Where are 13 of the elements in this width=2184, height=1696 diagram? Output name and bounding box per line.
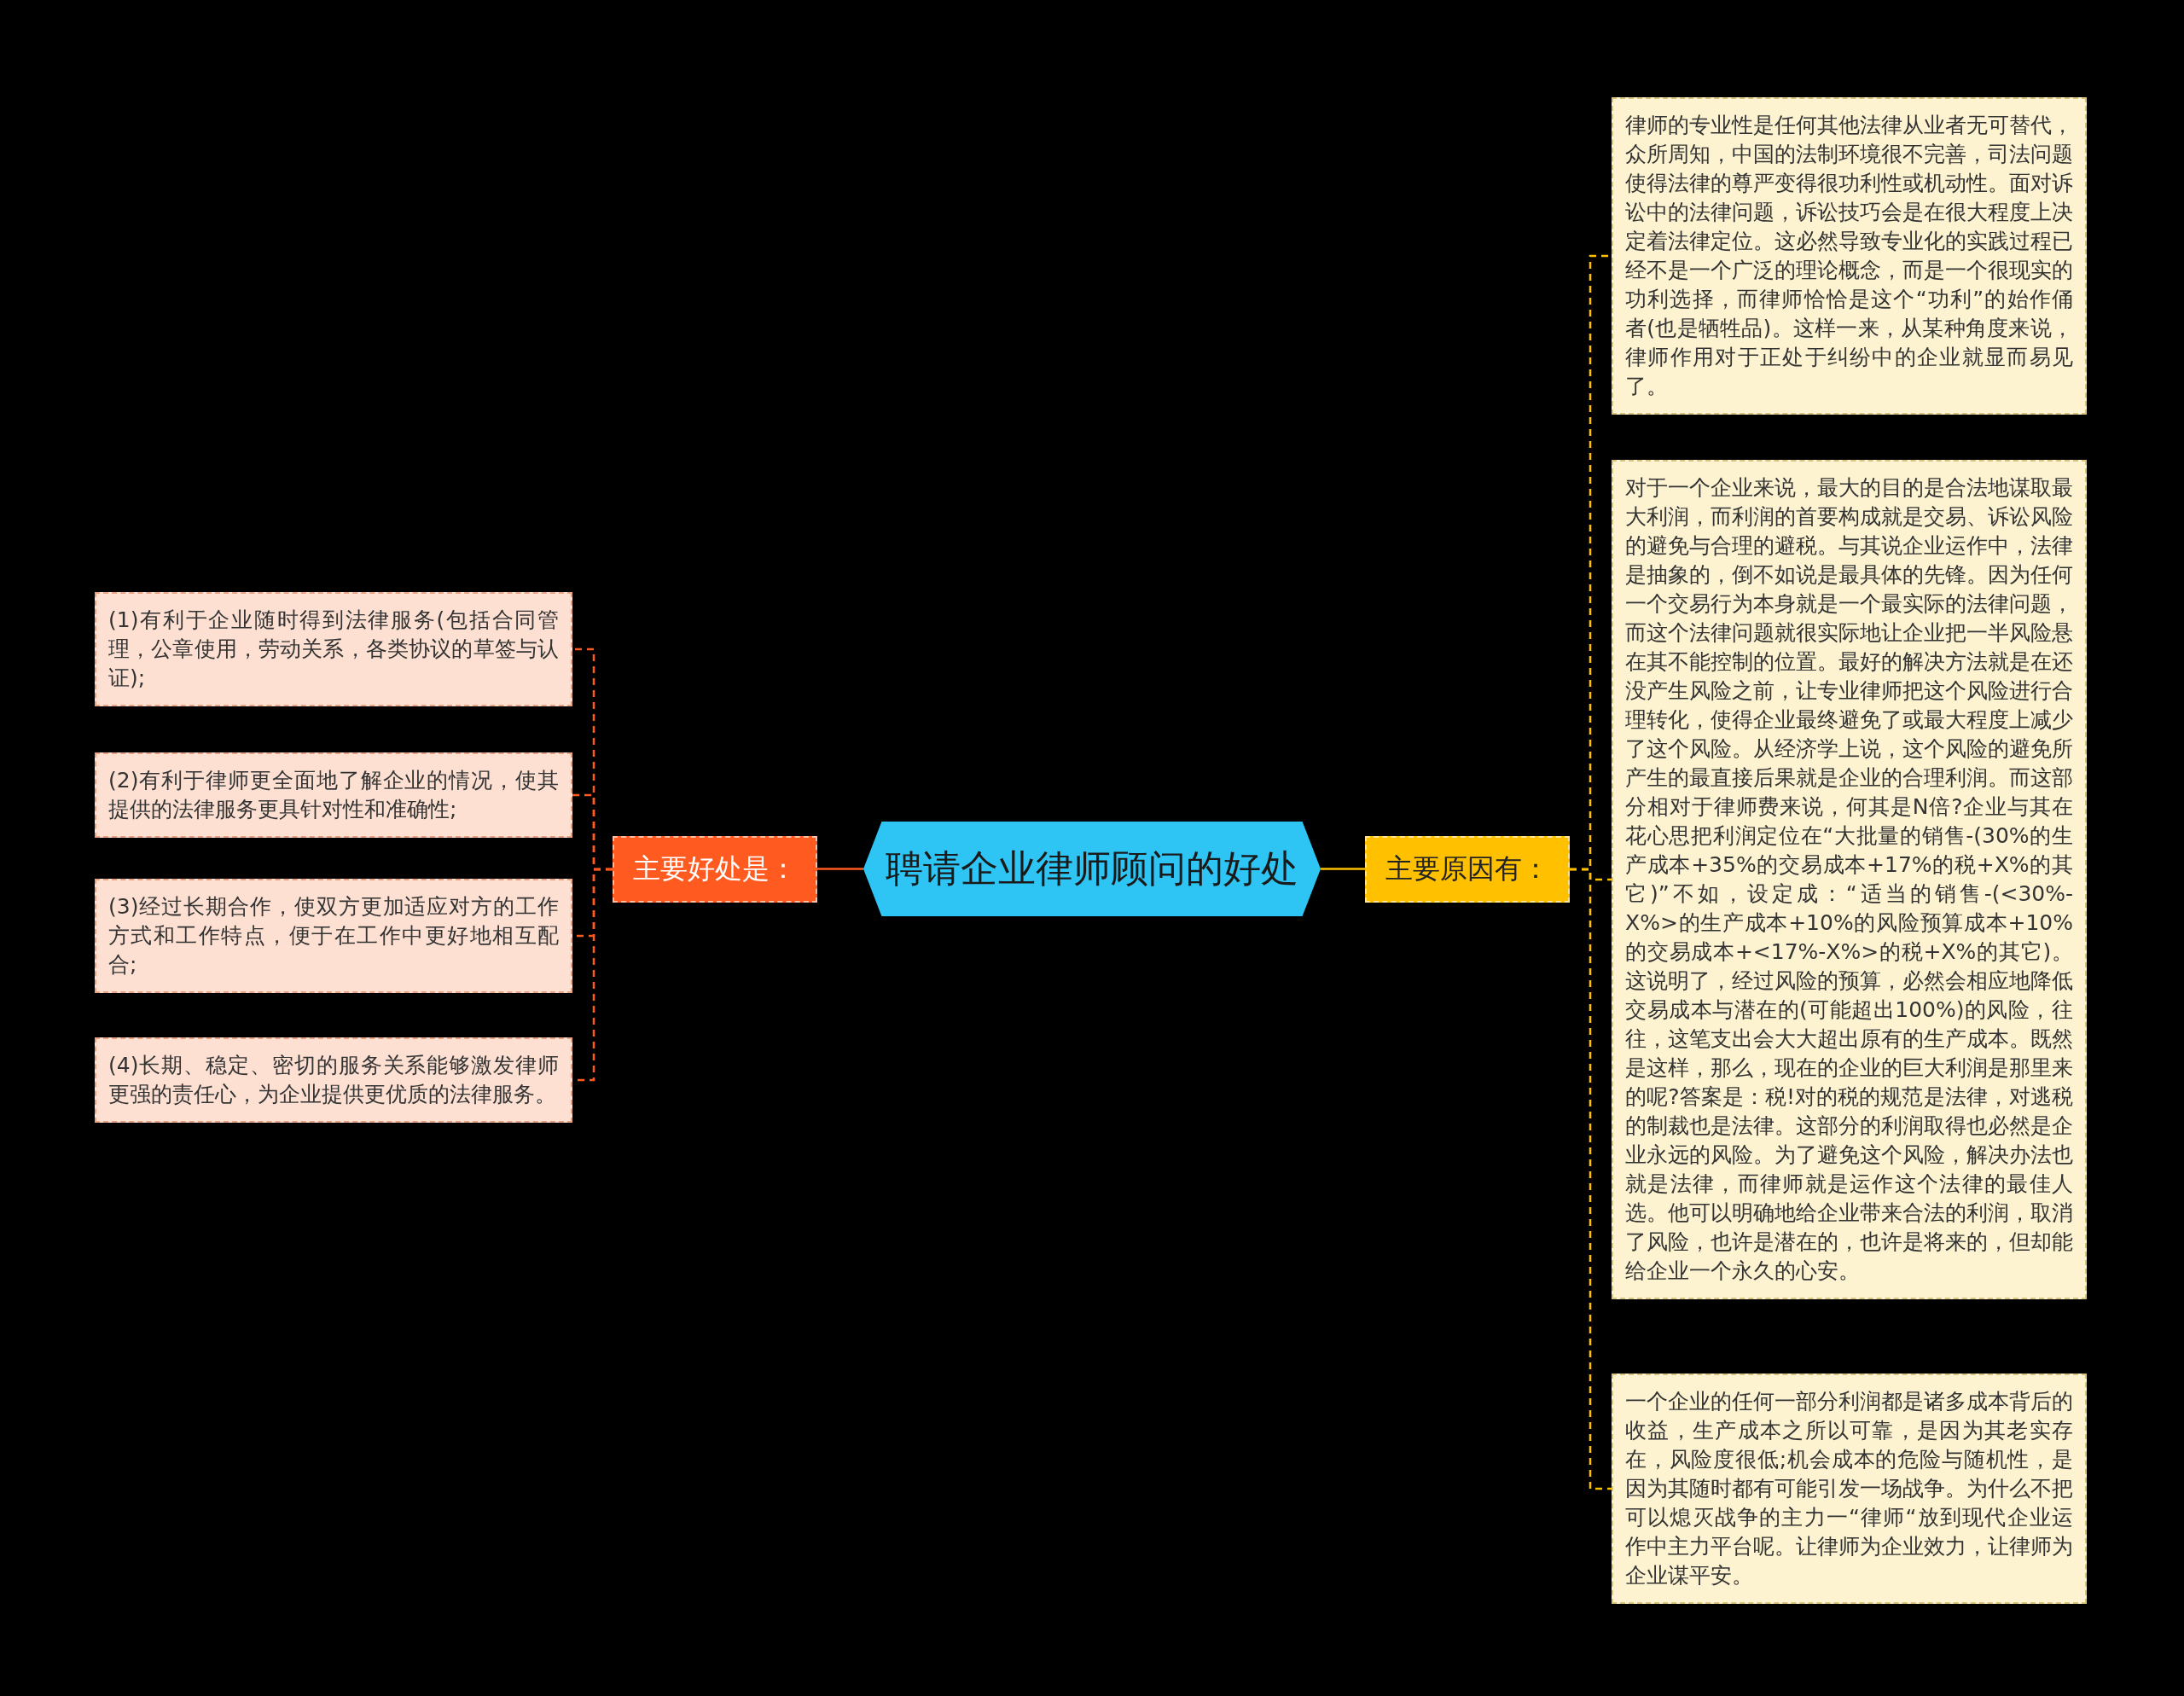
branch-topic: 主要好处是： [613,836,817,903]
text-card: (2)有利于律师更全面地了解企业的情况，使其提供的法律服务更具针对性和准确性; [95,752,572,838]
text-card: (1)有利于企业随时得到法律服务(包括合同管理，公章使用，劳动关系，各类协议的草签与认证); [95,592,572,706]
connector-line [817,868,863,870]
branch-topic: 主要原因有： [1365,836,1570,903]
connector-line [1570,868,1612,1490]
text-card: (3)经过长期合作，使双方更加适应对方的工作方式和工作特点，便于在工作中更好地相互配合; [95,879,572,993]
central-topic: 聘请企业律师顾问的好处 [863,822,1321,916]
connector-line [1321,868,1365,870]
text-card: 律师的专业性是任何其他法律从业者无可替代，众所周知，中国的法制环境很不完善，司法问题使得法律的尊严变得很功利性或机动性。面对诉讼中的法律问题，诉讼技巧会是在很大程度上决定着法律定位。这必然导致专业化的实践过程已经不是一个广泛的理论概念，而是一个很现实的功利选择，而律师恰恰是这个“功利”的始作俑者(也是牺牲品)。这样一来，从某种角度来说，律师作用对于正处于纠纷中的企业就显而易见了。 [1612,97,2087,415]
text-card: 一个企业的任何一部分利润都是诸多成本背后的收益，生产成本之所以可靠，是因为其老实存在，风险度很低;机会成本的危险与随机性，是因为其随时都有可能引发一场战争。为什么不把可以熄灭战争的主力一“律师“放到现代企业运作中主力平台呢。让律师为企业效力，让律师为企业谋平安。 [1612,1374,2087,1604]
text-card: (4)长期、稳定、密切的服务关系能够激发律师更强的责任心，为企业提供更优质的法律服务。 [95,1037,572,1123]
text-card: 对于一个企业来说，最大的目的是合法地谋取最大利润，而利润的首要构成就是交易、诉讼风险的避免与合理的避税。与其说企业运作中，法律是抽象的，倒不如说是最具体的先锋。因为任何一个交易行为本身就是一个最实际的法律问题，而这个法律问题就很实际地让企业把一半风险悬在其不能控制的位置。最好的解决方法就是在还没产生风险之前，让专业律师把这个风险进行合理转化，使得企业最终避免了或最大程度上减少了这个风险。从经济学上说，这个风险的避免所产生的最直接后果就是企业的合理利润。而这部分相对于律师费来说，何其是N倍?企业与其在花心思把利润定位在“大批量的销售-(30%的生产成本+35%的交易成本+17%的税+X%的其它)”不如，设定成：“适当的销售-(<30%-X%>的生产成本+10%的风险预算成本+10%的交易成本+<17%-X%>的税+X%的其它)。这说明了，经过风险的预算，必然会相应地降低交易成本与潜在的(可能超出100%)的风险，往往，这笔支出会大大超出原有的生产成本。既然是这样，那么，现在的企业的巨大利润是那里来的呢?答案是：税!对的税的规范是法律，对逃税的制裁也是法律。这部分的利润取得也必然是企业永远的风险。为了避免这个风险，解决办法也就是法律，而律师就是运作这个法律的最佳人选。他可以明确地给企业带来合法的利润，取消了风险，也许是潜在的，也许是将来的，但却能给企业一个永久的心安。 [1612,460,2087,1299]
